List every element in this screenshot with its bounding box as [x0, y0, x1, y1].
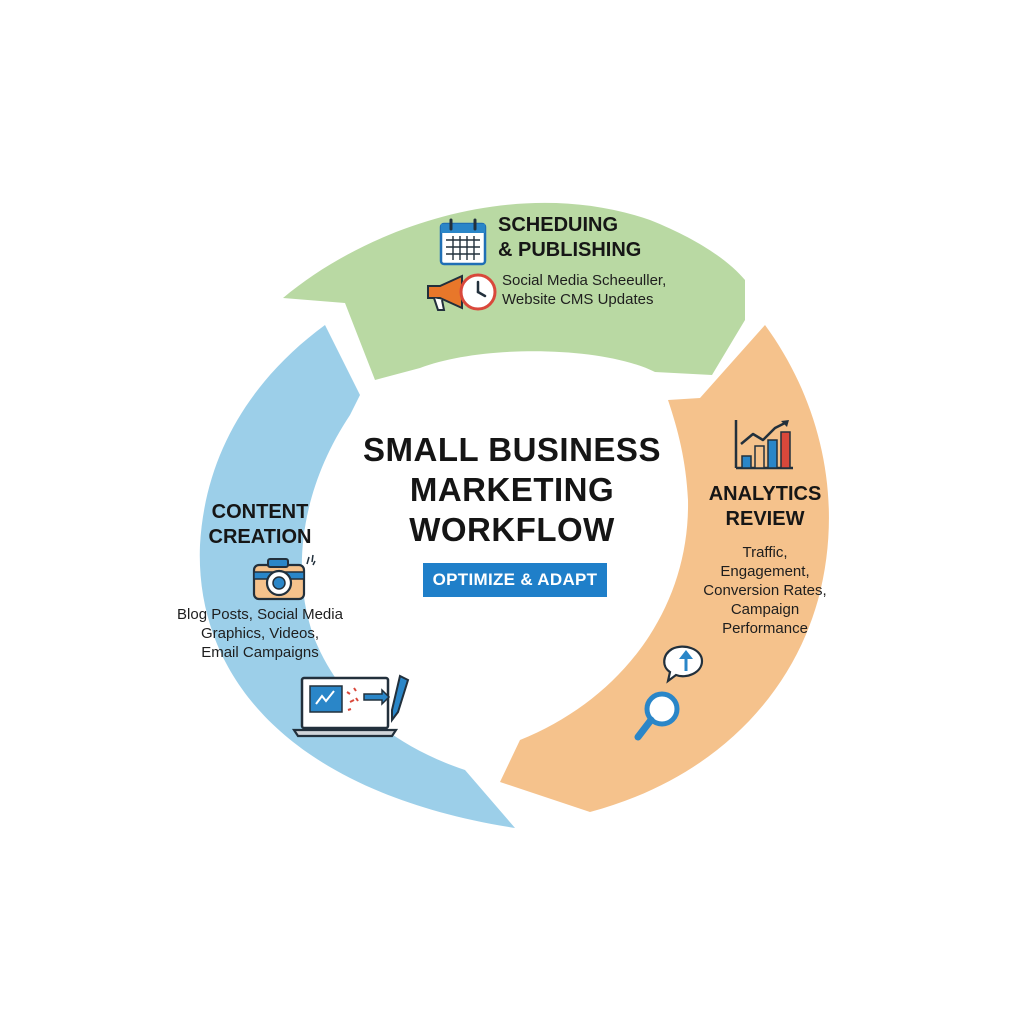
content-segment	[199, 325, 515, 828]
content-title: CONTENT CREATION	[208, 501, 312, 548]
laptop-pen-icon	[291, 674, 410, 738]
scheduling-description: Social Media Scheeuller, Website CMS Upd…	[502, 272, 667, 308]
magnifier-upload-icon	[634, 645, 704, 741]
bar-chart-icon	[734, 420, 793, 470]
calendar-icon	[439, 218, 487, 266]
scheduling-segment	[283, 202, 745, 380]
megaphone-clock-icon	[427, 273, 497, 311]
analytics-segment	[500, 325, 829, 812]
diagram-title: SMALL BUSINESS MARKETING WORKFLOW	[363, 431, 661, 548]
scheduling-title: SCHEDUING & PUBLISHING	[498, 214, 642, 261]
analytics-description: Traffic, Engagement, Conversion Rates, C…	[703, 544, 827, 637]
content-description: Blog Posts, Social Media Graphics, Video…	[177, 606, 343, 661]
optimize-badge: OPTIMIZE & ADAPT	[423, 563, 607, 597]
camera-icon	[252, 554, 316, 601]
analytics-title: ANALYTICS REVIEW	[708, 483, 822, 530]
